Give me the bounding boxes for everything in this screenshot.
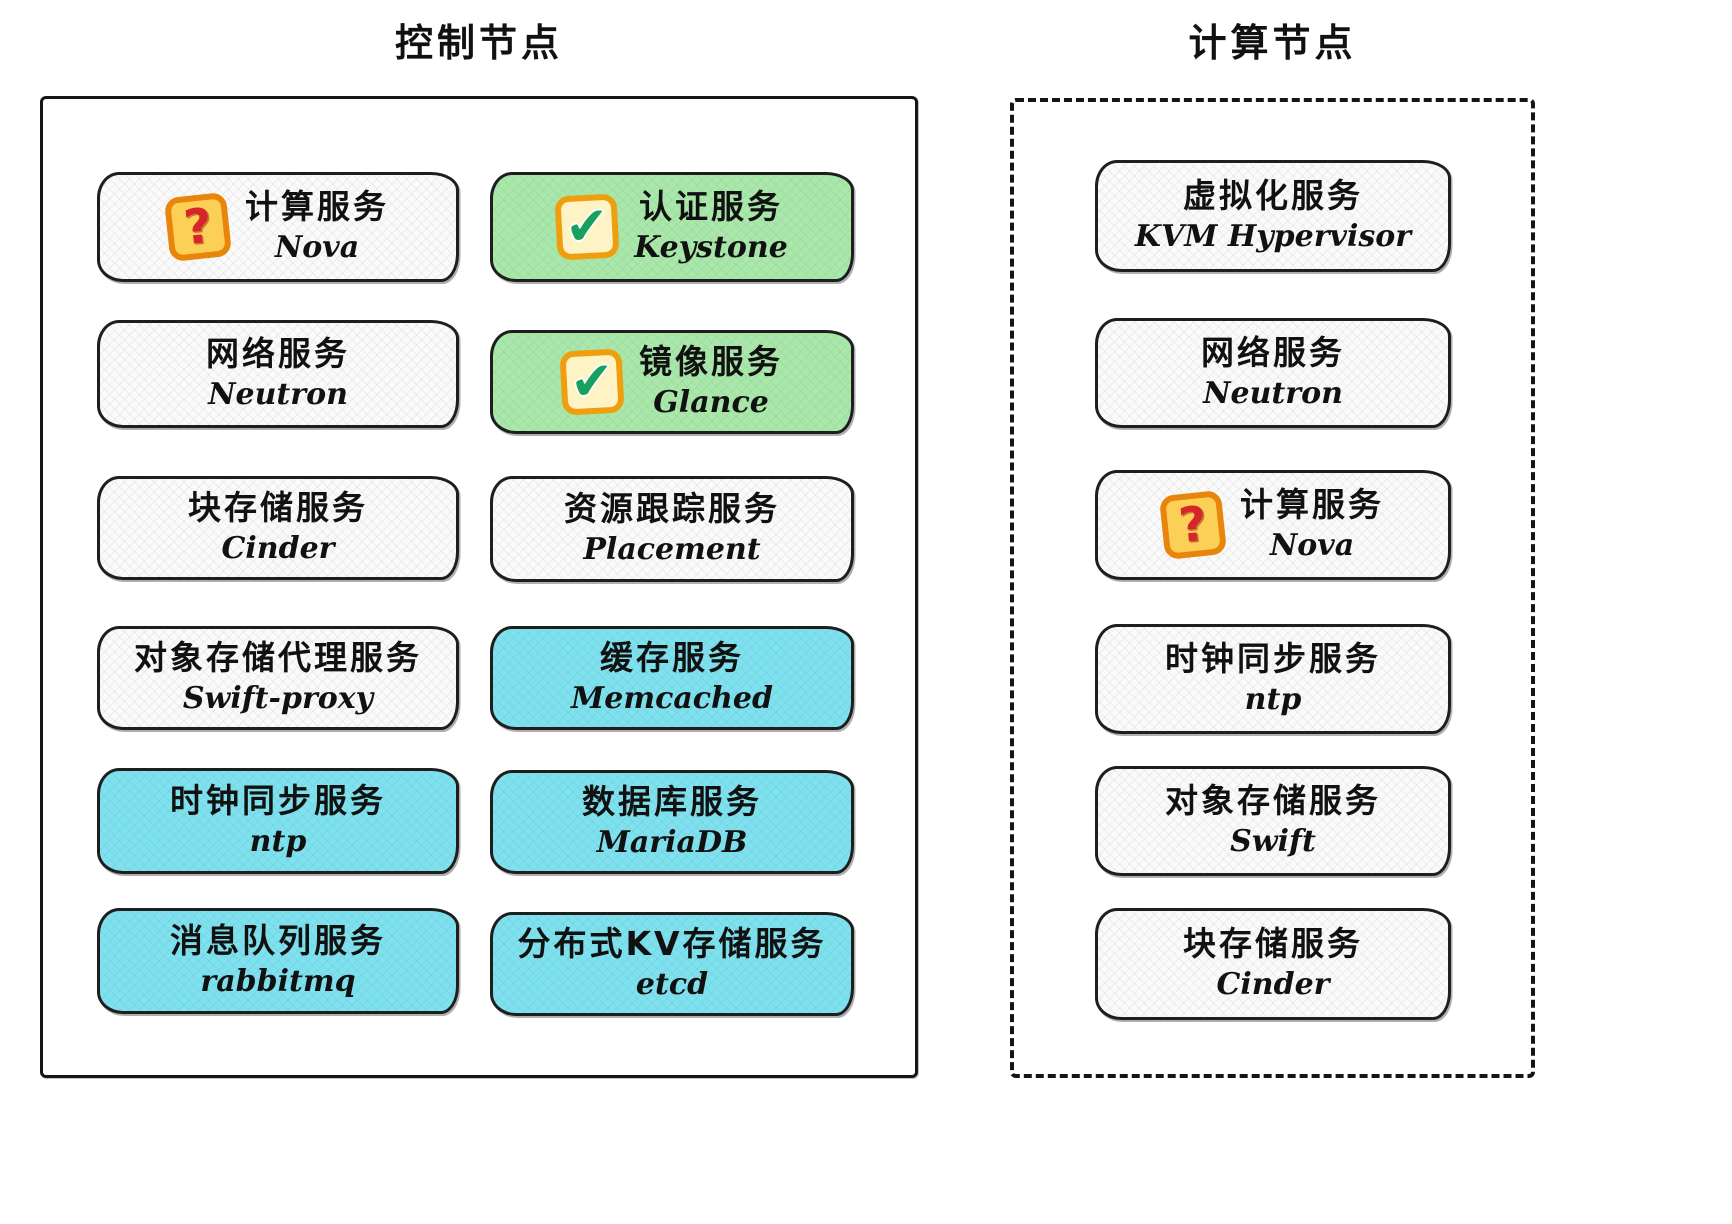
compute-node-box bbox=[1010, 98, 1535, 1078]
service-label: 资源跟踪服务 Placement bbox=[564, 490, 780, 567]
service-label: 分布式KV存储服务 etcd bbox=[517, 925, 826, 1002]
service-label: 认证服务 Keystone bbox=[634, 188, 788, 265]
service-label: 镜像服务 Glance bbox=[639, 343, 783, 420]
check-icon: ✔ bbox=[554, 193, 620, 261]
service-name-zh: 网络服务 bbox=[206, 334, 350, 374]
service-name-zh: 虚拟化服务 bbox=[1183, 176, 1363, 216]
check-icon: ✔ bbox=[559, 348, 625, 416]
question-icon: ? bbox=[163, 191, 233, 263]
service-name-zh: 网络服务 bbox=[1201, 333, 1345, 373]
service-card-swift-proxy: 对象存储代理服务 Swift-proxy bbox=[97, 626, 459, 730]
service-name-en: etcd bbox=[635, 967, 709, 1003]
service-card-mariadb: 数据库服务 MariaDB bbox=[490, 770, 854, 874]
service-name-zh: 消息队列服务 bbox=[170, 921, 386, 961]
service-label: 块存储服务 Cinder bbox=[188, 489, 368, 566]
service-name-zh: 块存储服务 bbox=[188, 488, 368, 528]
service-label: 网络服务 Neutron bbox=[1201, 334, 1345, 411]
service-name-en: Nova bbox=[1269, 528, 1355, 564]
service-name-zh: 镜像服务 bbox=[639, 342, 783, 382]
service-name-zh: 时钟同步服务 bbox=[1165, 639, 1381, 679]
service-label: 消息队列服务 rabbitmq bbox=[170, 922, 386, 999]
service-name-zh: 对象存储服务 bbox=[1165, 781, 1381, 821]
service-name-en: ntp bbox=[1244, 682, 1302, 718]
service-card-keystone: ✔ 认证服务 Keystone bbox=[490, 172, 854, 282]
service-card-kvm-hypervisor: 虚拟化服务 KVM Hypervisor bbox=[1095, 160, 1451, 272]
service-label: 数据库服务 MariaDB bbox=[582, 783, 762, 860]
service-name-en: rabbitmq bbox=[200, 964, 356, 1000]
service-label: 虚拟化服务 KVM Hypervisor bbox=[1135, 177, 1411, 254]
question-icon: ? bbox=[1158, 489, 1228, 561]
service-card-ntp-compute: 时钟同步服务 ntp bbox=[1095, 624, 1451, 734]
service-card-etcd: 分布式KV存储服务 etcd bbox=[490, 912, 854, 1016]
service-name-en: Neutron bbox=[1203, 376, 1343, 412]
service-name-zh: 对象存储代理服务 bbox=[134, 638, 422, 678]
service-card-rabbitmq: 消息队列服务 rabbitmq bbox=[97, 908, 459, 1014]
service-name-zh: 块存储服务 bbox=[1183, 924, 1363, 964]
service-name-zh: 缓存服务 bbox=[599, 638, 744, 678]
service-name-en: Memcached bbox=[571, 681, 773, 717]
service-name-zh: 数据库服务 bbox=[582, 782, 762, 822]
service-name-zh: 资源跟踪服务 bbox=[564, 489, 780, 529]
service-name-en: Cinder bbox=[1216, 967, 1330, 1003]
service-label: 网络服务 Neutron bbox=[206, 335, 350, 412]
service-name-zh: 认证服务 bbox=[639, 187, 783, 227]
service-name-en: Cinder bbox=[221, 531, 335, 567]
service-card-placement: 资源跟踪服务 Placement bbox=[490, 476, 854, 582]
service-name-en: Nova bbox=[274, 230, 360, 266]
service-card-nova-compute: ? 计算服务 Nova bbox=[1095, 470, 1451, 580]
service-card-neutron-compute: 网络服务 Neutron bbox=[1095, 318, 1451, 428]
service-card-swift: 对象存储服务 Swift bbox=[1095, 766, 1451, 876]
service-name-en: Swift bbox=[1230, 824, 1316, 860]
service-card-cinder-compute: 块存储服务 Cinder bbox=[1095, 908, 1451, 1020]
service-label: 对象存储服务 Swift bbox=[1165, 782, 1381, 859]
service-label: 计算服务 Nova bbox=[245, 188, 389, 265]
service-label: 时钟同步服务 ntp bbox=[1165, 640, 1381, 717]
service-label: 时钟同步服务 ntp bbox=[170, 782, 386, 859]
service-name-en: ntp bbox=[249, 824, 307, 860]
service-name-en: Placement bbox=[583, 532, 761, 568]
service-card-nova-control: ? 计算服务 Nova bbox=[97, 172, 459, 282]
service-name-zh: 计算服务 bbox=[1240, 485, 1384, 525]
service-card-glance: ✔ 镜像服务 Glance bbox=[490, 330, 854, 434]
service-name-en: Neutron bbox=[208, 377, 348, 413]
service-name-en: Keystone bbox=[634, 230, 788, 266]
service-name-zh: 时钟同步服务 bbox=[170, 781, 386, 821]
service-label: 计算服务 Nova bbox=[1240, 486, 1384, 563]
service-card-cinder-control: 块存储服务 Cinder bbox=[97, 476, 459, 580]
compute-node-title: 计算节点 bbox=[1188, 21, 1357, 65]
service-label: 块存储服务 Cinder bbox=[1183, 925, 1363, 1002]
control-node-title: 控制节点 bbox=[394, 21, 563, 65]
service-label: 对象存储代理服务 Swift-proxy bbox=[134, 639, 422, 716]
service-name-en: Swift-proxy bbox=[182, 681, 374, 717]
service-name-en: Glance bbox=[653, 385, 769, 421]
service-card-neutron-control: 网络服务 Neutron bbox=[97, 320, 459, 428]
service-name-zh: 计算服务 bbox=[245, 187, 389, 227]
service-card-memcached: 缓存服务 Memcached bbox=[490, 626, 854, 730]
service-card-ntp-control: 时钟同步服务 ntp bbox=[97, 768, 459, 874]
service-name-zh: 分布式KV存储服务 bbox=[517, 924, 827, 964]
service-name-en: MariaDB bbox=[596, 825, 748, 861]
service-label: 缓存服务 Memcached bbox=[571, 639, 773, 716]
service-name-en: KVM Hypervisor bbox=[1134, 219, 1412, 255]
